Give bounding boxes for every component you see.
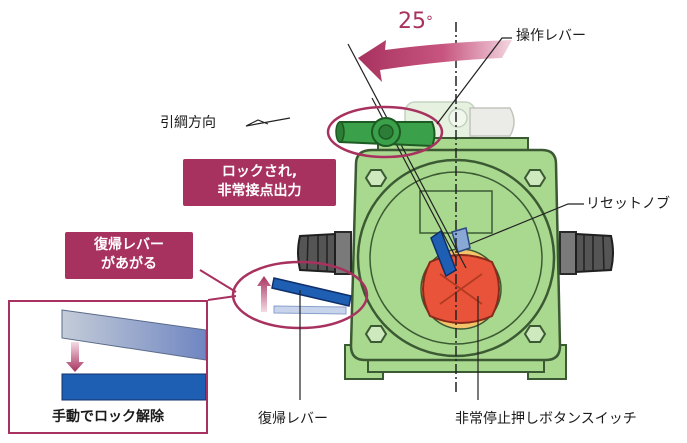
leader-lines bbox=[245, 37, 584, 400]
reset-knob-label: リセットノブ bbox=[586, 196, 670, 212]
lever-highlight bbox=[326, 105, 444, 159]
operation-lever bbox=[335, 117, 436, 148]
inset-illustration bbox=[61, 309, 206, 401]
up-arrow bbox=[257, 276, 271, 312]
operation-lever-label: 操作レバー bbox=[516, 28, 586, 44]
lever-up-badge: 復帰レバー があがる bbox=[65, 232, 193, 279]
cable-gland-right bbox=[559, 231, 614, 275]
rotation-arrow bbox=[358, 40, 512, 82]
cable-gland-left bbox=[297, 231, 352, 275]
reset-lever-raised bbox=[271, 277, 352, 307]
inset-lever-down bbox=[61, 373, 206, 401]
emergency-stop-button bbox=[420, 248, 502, 330]
reset-lever-lowered bbox=[273, 305, 347, 315]
down-arrow bbox=[66, 342, 84, 372]
pull-direction-label: 引綱方向 bbox=[160, 115, 216, 131]
locked-badge: ロックされ, 非常接点出力 bbox=[183, 159, 336, 206]
emergency-button-label: 非常停止押しボタンスイッチ bbox=[455, 411, 637, 427]
manual-unlock-inset: 手動でロック解除 bbox=[8, 300, 208, 434]
inset-lever-up bbox=[61, 309, 206, 361]
reset-lever-label: 復帰レバー bbox=[258, 411, 328, 427]
angle-value: 25° bbox=[398, 9, 433, 34]
corner-bolts bbox=[364, 169, 547, 343]
manual-unlock-label: 手動でロック解除 bbox=[52, 409, 164, 425]
